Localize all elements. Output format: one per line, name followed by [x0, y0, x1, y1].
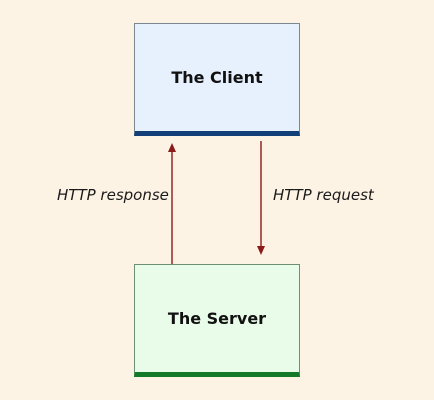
request-arrow — [257, 141, 265, 255]
client-box: The Client — [134, 23, 300, 136]
response-arrow — [168, 143, 176, 264]
request-arrowhead — [257, 246, 265, 255]
response-arrowhead — [168, 143, 176, 152]
server-label: The Server — [167, 309, 267, 328]
http-request-label: HTTP request — [273, 186, 374, 204]
http-response-label: HTTP response — [57, 186, 169, 204]
client-label: The Client — [171, 68, 263, 87]
server-box: The Server — [134, 264, 300, 377]
